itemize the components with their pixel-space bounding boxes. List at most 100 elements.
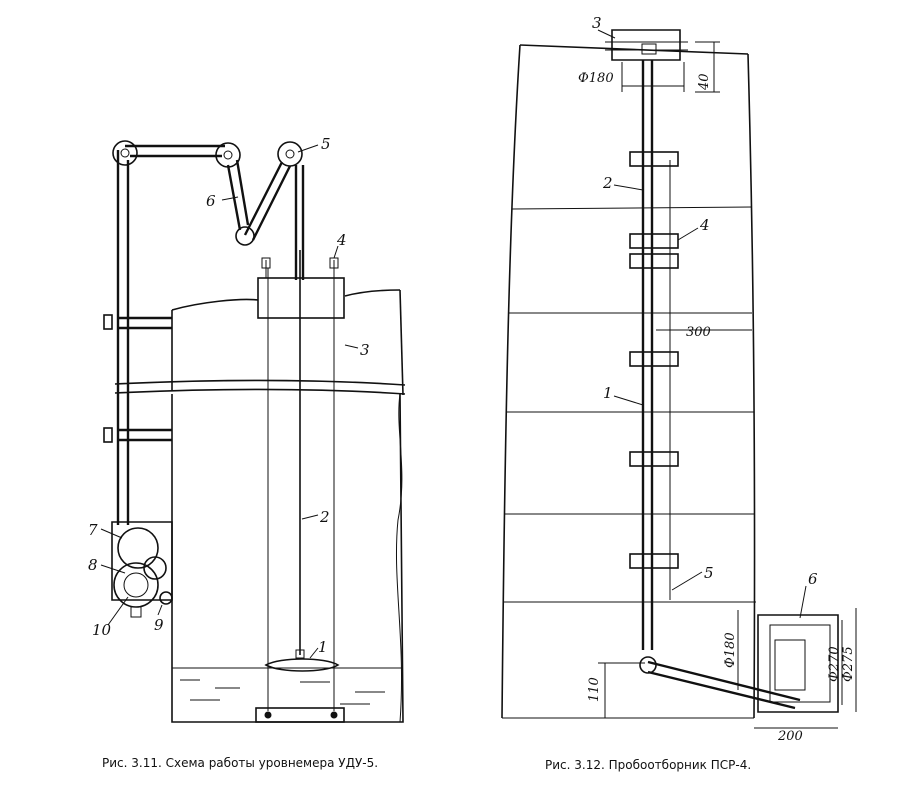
coupling-5 <box>629 451 679 467</box>
pipe-trap-bottom <box>235 226 255 246</box>
leader-4 <box>333 245 339 259</box>
label-7: 7 <box>88 521 98 539</box>
tank-wall <box>747 53 756 719</box>
leader-3 <box>344 344 359 349</box>
gear-7 <box>117 527 159 569</box>
leader-r6 <box>799 585 807 619</box>
leader-r4 <box>677 227 699 241</box>
pipe-elbow-right <box>277 141 303 167</box>
pipe-down-to-trap <box>226 159 250 231</box>
inlet-pipe <box>647 660 801 710</box>
label-r6: 6 <box>808 570 818 588</box>
label-4: 4 <box>336 231 347 249</box>
coupling-4 <box>629 351 679 367</box>
caption-figure-3-11: Рис. 3.11. Схема работы уровнемера УДУ-5… <box>102 756 379 770</box>
leader-2 <box>301 514 319 520</box>
dim-phi275: Ф275 <box>841 646 856 682</box>
leader-9 <box>157 604 163 616</box>
sampler-inner <box>769 624 831 703</box>
leader-1 <box>309 647 319 659</box>
hatch-studs <box>265 260 335 278</box>
coupling-6 <box>629 553 679 569</box>
dim-line-phi180-top <box>621 62 685 92</box>
leader-r3 <box>597 29 616 39</box>
label-r5: 5 <box>704 564 714 582</box>
dim-phi180-bottom: Ф180 <box>723 632 738 668</box>
level-gauge-diagram: 5 6 4 3 2 1 7 8 9 10 <box>88 135 406 723</box>
hatch-box <box>257 277 345 319</box>
float <box>264 658 340 672</box>
sampler-diagram: 3 2 4 1 5 6 Ф180 40 300 Ф180 Ф270 Ф275 1… <box>501 14 857 744</box>
pipe-elbow-right-center <box>285 149 295 159</box>
vertical-pipe <box>116 150 130 525</box>
label-6: 6 <box>206 192 216 210</box>
leader-r5 <box>671 571 703 591</box>
label-5: 5 <box>321 135 331 153</box>
horizontal-pipe <box>125 144 225 158</box>
caption-figure-3-12: Рис. 3.12. Пробоотборник ПСР-4. <box>545 758 752 772</box>
pipe-elbow-left <box>112 140 138 166</box>
anchor-bolt-right <box>330 711 338 719</box>
label-r1: 1 <box>603 384 613 402</box>
leader-r1 <box>613 395 644 406</box>
gear-8 <box>143 556 167 580</box>
label-9: 9 <box>154 616 164 634</box>
label-10: 10 <box>92 621 112 639</box>
tank-left-edge <box>501 44 521 719</box>
liquid-hatching <box>180 679 385 705</box>
leader-8 <box>100 564 126 574</box>
pipe-elbow-left-center <box>120 148 130 158</box>
seam-1 <box>511 206 753 210</box>
counter-9 <box>159 591 173 605</box>
drum-base <box>130 606 142 618</box>
bracket-upper-clamp <box>103 314 113 330</box>
leader-10 <box>107 596 129 626</box>
bottom-anchor-plate <box>255 707 345 723</box>
tank-wall-right-upper <box>399 289 404 396</box>
leader-7 <box>100 528 123 539</box>
dim-200: 200 <box>777 729 803 744</box>
label-2: 2 <box>319 508 330 526</box>
bracket-lower-clamp <box>103 427 113 443</box>
coupling-2 <box>629 233 679 249</box>
dim-40: 40 <box>697 73 712 91</box>
inlet-joint <box>639 656 657 674</box>
guide-strings <box>267 268 335 711</box>
leader-5 <box>297 144 319 153</box>
coupling-1 <box>629 151 679 167</box>
tank-right-break <box>395 393 403 723</box>
leader-6 <box>221 196 239 201</box>
drum-10-hub <box>123 572 149 598</box>
pipe-into-hatch <box>294 165 305 280</box>
label-8: 8 <box>88 556 98 574</box>
label-3: 3 <box>360 341 370 359</box>
stud-cap-left <box>261 257 271 269</box>
break-line-top <box>114 379 406 386</box>
leader-r2 <box>613 184 644 191</box>
coupling-3 <box>629 253 679 269</box>
dim-110: 110 <box>587 677 602 702</box>
pipe-up-to-elbow <box>243 161 292 241</box>
float-hook <box>295 649 305 659</box>
tank-lower-body <box>171 393 404 723</box>
sampler-column <box>641 60 654 650</box>
sampler-box <box>757 614 839 713</box>
dim-line-40 <box>695 41 720 93</box>
tank-top-outline <box>171 289 401 311</box>
dim-phi180-top: Ф180 <box>578 71 614 86</box>
label-r3: 3 <box>592 14 602 32</box>
sampler-valve <box>774 639 806 691</box>
label-r2: 2 <box>602 174 613 192</box>
bracket-upper <box>118 316 172 330</box>
dim-line-110 <box>598 662 645 719</box>
bracket-lower <box>118 428 172 442</box>
break-line-bottom <box>114 388 406 395</box>
roof-hatch-flange <box>605 41 688 51</box>
roof-hatch <box>611 29 681 61</box>
dim-300: 300 <box>686 325 711 340</box>
pipe-elbow-middle-center <box>223 150 233 160</box>
label-1: 1 <box>318 638 328 656</box>
anchor-bolt-left <box>264 711 272 719</box>
